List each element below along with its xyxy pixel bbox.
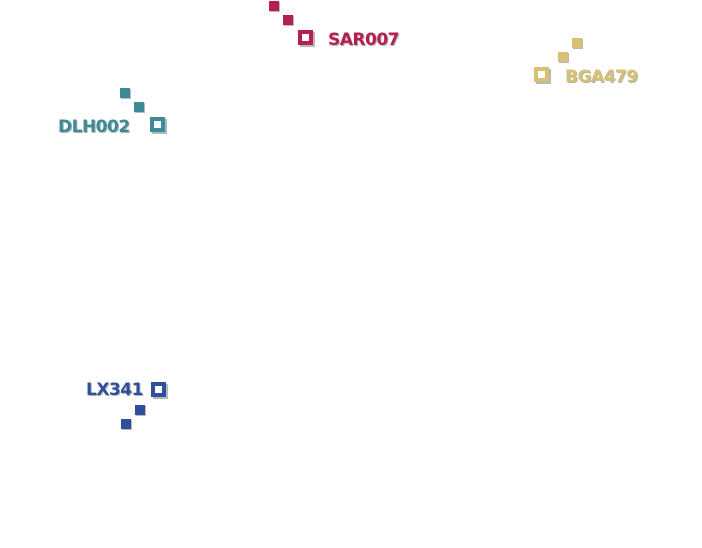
- trail-dot: [269, 1, 279, 11]
- callsign-label[interactable]: LX341: [86, 380, 143, 400]
- hollow-square-icon[interactable]: [534, 67, 549, 82]
- hollow-square-icon[interactable]: [150, 117, 165, 132]
- trail-dot: [283, 15, 293, 25]
- callsign-label[interactable]: BGA479: [565, 67, 638, 87]
- hollow-square-icon[interactable]: [298, 30, 313, 45]
- hollow-square-icon[interactable]: [151, 382, 166, 397]
- callsign-label[interactable]: DLH002: [58, 117, 130, 137]
- trail-dot: [120, 88, 130, 98]
- trail-dot: [134, 102, 144, 112]
- callsign-label[interactable]: SAR007: [328, 30, 399, 50]
- trail-dot: [135, 405, 145, 415]
- trail-dot: [121, 419, 131, 429]
- trail-dot: [572, 38, 582, 48]
- trail-dot: [558, 52, 568, 62]
